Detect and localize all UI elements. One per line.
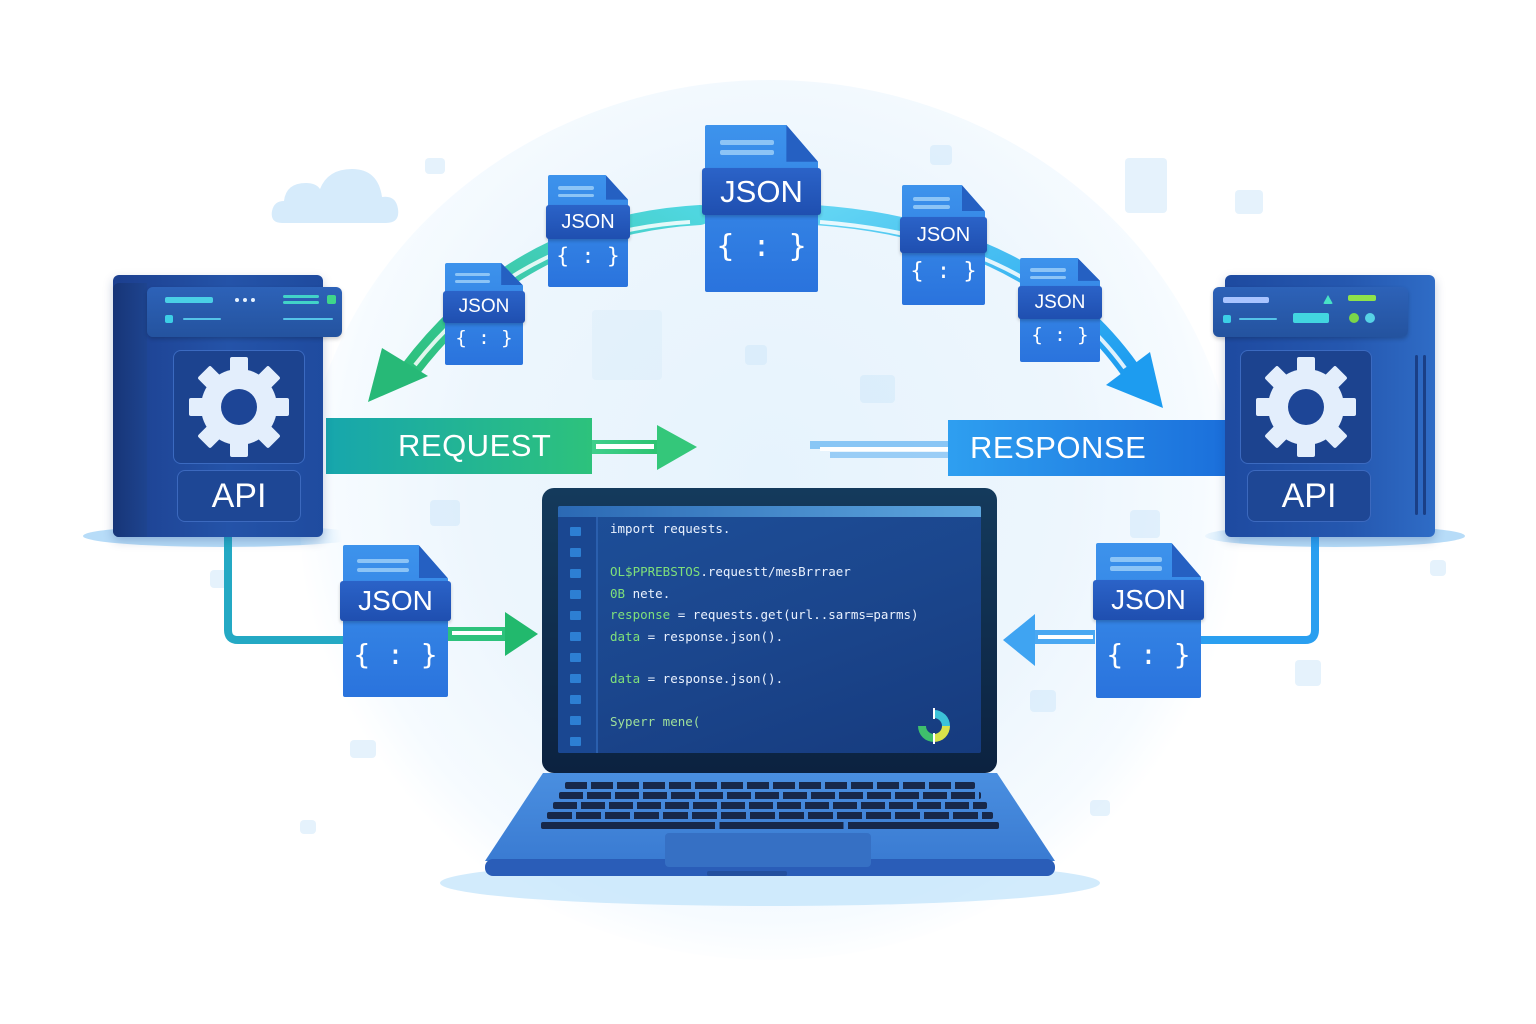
code-line: data = response.json(). (610, 671, 784, 686)
spinner-icon (918, 708, 950, 744)
json-label: JSON (339, 581, 452, 621)
right-api-server: API (1205, 275, 1465, 547)
json-braces-icon: { : } (353, 637, 438, 671)
json-braces-icon: { : } (1031, 323, 1089, 346)
right-arc-arrow (805, 205, 1140, 380)
left-arc-arrowhead (368, 348, 428, 402)
code-editor: import requests. OL$PPREBSTOS.requestt/m… (558, 506, 981, 753)
api-label: API (1247, 470, 1371, 522)
server-status-panel (1213, 287, 1408, 337)
json-braces-icon: { : } (455, 327, 513, 350)
left-api-server: API (83, 275, 363, 547)
json-braces-icon: { : } (910, 259, 977, 285)
gear-bay (1240, 350, 1372, 464)
api-label: API (177, 470, 301, 522)
json-braces-icon: { : } (556, 244, 620, 269)
code-line: response = requests.get(url..sarms=parms… (610, 607, 919, 622)
bottom-left-arrowhead (505, 612, 538, 656)
json-document: JSON { : } (442, 263, 526, 365)
bottom-right-arrowhead (1003, 614, 1035, 666)
laptop-keyboard-base (485, 773, 1055, 877)
code-line: Syperr mene( (610, 714, 701, 729)
json-document: JSON { : } (1017, 258, 1103, 362)
editor-titlebar (558, 506, 981, 517)
laptop-screen-lid: import requests. OL$PPREBSTOS.requestt/m… (542, 488, 997, 773)
request-label: REQUEST (326, 418, 592, 474)
gear-bay (173, 350, 305, 464)
json-document: JSON { : } (1092, 543, 1205, 698)
json-label: JSON (1017, 286, 1103, 320)
code-line: 0B nete. (610, 586, 671, 601)
right-arc-arrowhead (1106, 352, 1163, 408)
json-document: JSON { : } (899, 185, 988, 305)
json-document: JSON { : } (701, 125, 822, 292)
json-document: JSON { : } (339, 545, 452, 697)
server-status-panel (147, 287, 342, 337)
json-label: JSON (1092, 580, 1205, 621)
request-arrowhead (657, 425, 697, 470)
editor-gutter (558, 517, 598, 753)
json-label: JSON (442, 290, 526, 324)
gear-icon (1256, 357, 1356, 457)
code-line: OL$PPREBSTOS.requestt/mesBrrraer (610, 564, 851, 579)
trackpad (665, 833, 871, 867)
gear-icon (189, 357, 289, 457)
json-label: JSON (899, 217, 988, 254)
code-line: data = response.json(). (610, 629, 784, 644)
code-line: import requests. (610, 521, 731, 536)
cloud-icon (271, 169, 399, 223)
json-braces-icon: { : } (716, 228, 807, 264)
json-braces-icon: { : } (1106, 637, 1191, 671)
json-label: JSON (545, 205, 631, 239)
json-document: JSON { : } (545, 175, 631, 287)
json-label: JSON (701, 168, 822, 216)
response-label: RESPONSE (948, 420, 1228, 476)
